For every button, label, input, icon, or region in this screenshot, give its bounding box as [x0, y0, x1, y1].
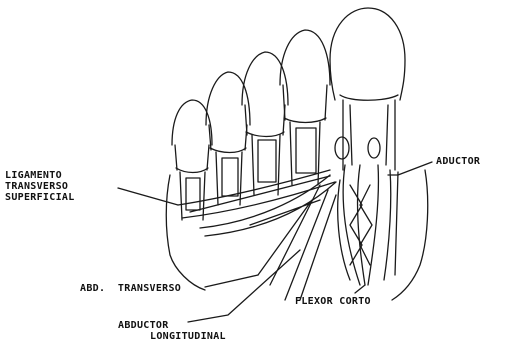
label-ligamento-line-3: SUPERFICIAL — [5, 192, 75, 203]
hallux — [330, 8, 405, 170]
leader-abd-transverso — [205, 275, 258, 287]
toe-4 — [206, 72, 250, 205]
label-ligamento-line-2: TRANSVERSO — [5, 181, 75, 192]
label-flexor-corto: FLEXOR CORTO — [295, 296, 371, 307]
abductor-band — [200, 175, 336, 236]
label-ligamento-transverso-superficial: LIGAMENTO TRANSVERSO SUPERFICIAL — [5, 170, 75, 203]
toe-2 — [280, 30, 330, 185]
label-aductor: ADUCTOR — [436, 156, 480, 167]
label-ligamento-line-1: LIGAMENTO — [5, 170, 75, 181]
leader-ligamento — [118, 188, 178, 205]
adductor-muscle — [384, 170, 398, 280]
flexor-brevis-fibers — [338, 165, 379, 285]
label-abductor-line-2: LONGITUDINAL — [118, 331, 226, 342]
label-abd-transverso: ABD. TRANSVERSO — [80, 283, 181, 294]
label-abductor-line-1: ABDUCTOR — [118, 320, 226, 331]
leader-flexor — [355, 285, 365, 293]
label-abductor-longitudinal: ABDUCTOR LONGITUDINAL — [118, 320, 226, 342]
foot-outline — [166, 170, 427, 300]
leader-abductor-long — [188, 250, 300, 322]
transverse-ligament — [178, 170, 335, 218]
leader-aductor — [398, 162, 432, 175]
long-tendons — [258, 185, 336, 300]
